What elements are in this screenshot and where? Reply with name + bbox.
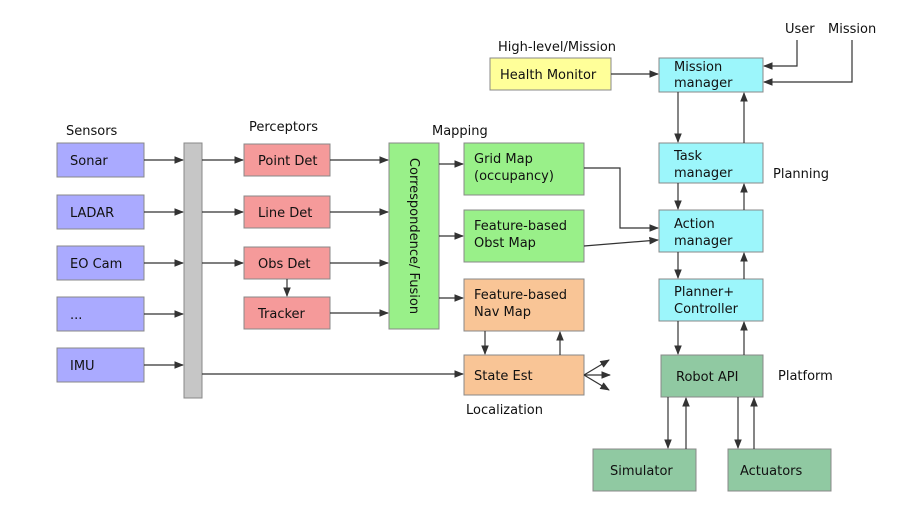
localization-label: Localization [466, 403, 543, 418]
tracker-box: Tracker [243, 296, 331, 330]
correspondence-fusion-box: Correspondence/ Fusion [388, 142, 440, 330]
action-manager-text: Action [674, 217, 715, 232]
tracker-text: Tracker [257, 307, 306, 322]
mission-label: Mission [828, 22, 876, 37]
planner-controller-subtext: Controller [674, 302, 739, 317]
imu-text: IMU [70, 359, 95, 374]
planner-controller-box: Planner+ Controller [658, 278, 764, 322]
action-manager-box: Action manager [658, 209, 764, 253]
mission-manager-box: Mission manager [658, 57, 764, 93]
line-det-text: Line Det [258, 206, 312, 221]
sonar-text: Sonar [70, 154, 108, 169]
nav-map-box: Feature-based Nav Map [463, 278, 585, 332]
high-level-mission-label: High-level/Mission [498, 40, 616, 55]
user-label: User [785, 22, 815, 37]
simulator-box: Simulator [592, 448, 697, 492]
ladar-text: LADAR [70, 206, 114, 221]
state-est-text: State Est [474, 369, 533, 384]
perceptors-label: Perceptors [249, 120, 318, 135]
correspondence-fusion-text: Correspondence/ Fusion [406, 158, 421, 314]
line-det-box: Line Det [243, 195, 331, 229]
planning-label: Planning [773, 167, 829, 182]
mapping-label: Mapping [432, 124, 488, 139]
robot-api-box: Robot API [660, 354, 764, 398]
obst-map-text: Feature-based [474, 219, 567, 234]
imu-box: IMU [56, 347, 145, 383]
grid-map-subtext: (occupancy) [474, 169, 554, 184]
actuators-box: Actuators [727, 448, 832, 492]
ladar-box: LADAR [56, 194, 145, 230]
arrow-stateest-out-up [583, 359, 610, 376]
health-monitor-text: Health Monitor [500, 68, 597, 83]
more-sensors-text: ... [70, 308, 82, 323]
planner-controller-text: Planner+ [674, 285, 734, 300]
sonar-box: Sonar [56, 142, 145, 178]
mission-manager-text: Mission [674, 60, 722, 75]
arrow-stateest-out-down [583, 374, 610, 391]
arrow-gridmap-actionmanager [584, 167, 659, 232]
nav-map-text: Feature-based [474, 288, 567, 303]
arrow-obstmap-actionmanager [583, 236, 659, 247]
obst-map-box: Feature-based Obst Map [463, 209, 585, 263]
point-det-box: Point Det [243, 143, 331, 177]
platform-label: Platform [778, 369, 833, 384]
state-est-box: State Est [463, 354, 585, 396]
health-monitor-box: Health Monitor [489, 57, 612, 91]
grid-map-box: Grid Map (occupancy) [463, 142, 585, 196]
eo-cam-text: EO Cam [70, 257, 122, 272]
nav-map-subtext: Nav Map [474, 305, 531, 320]
eo-cam-box: EO Cam [56, 245, 145, 281]
arrow-user-mission [763, 40, 798, 70]
sensor-bus [183, 142, 203, 399]
robot-api-text: Robot API [676, 370, 738, 385]
sensors-label: Sensors [66, 124, 118, 139]
obs-det-box: Obs Det [243, 246, 331, 280]
task-manager-box: Task manager [658, 142, 764, 184]
action-manager-subtext: manager [674, 234, 733, 249]
grid-map-text: Grid Map [474, 152, 533, 167]
point-det-text: Point Det [258, 154, 318, 169]
task-manager-text: Task [673, 149, 703, 164]
obst-map-subtext: Obst Map [474, 236, 536, 251]
obs-det-text: Obs Det [258, 257, 311, 272]
simulator-text: Simulator [610, 464, 673, 479]
task-manager-subtext: manager [674, 166, 733, 181]
actuators-text: Actuators [740, 464, 803, 479]
arrow-mission-missionmanager [763, 40, 853, 86]
mission-manager-subtext: manager [674, 76, 733, 91]
more-sensors-box: ... [56, 296, 145, 332]
